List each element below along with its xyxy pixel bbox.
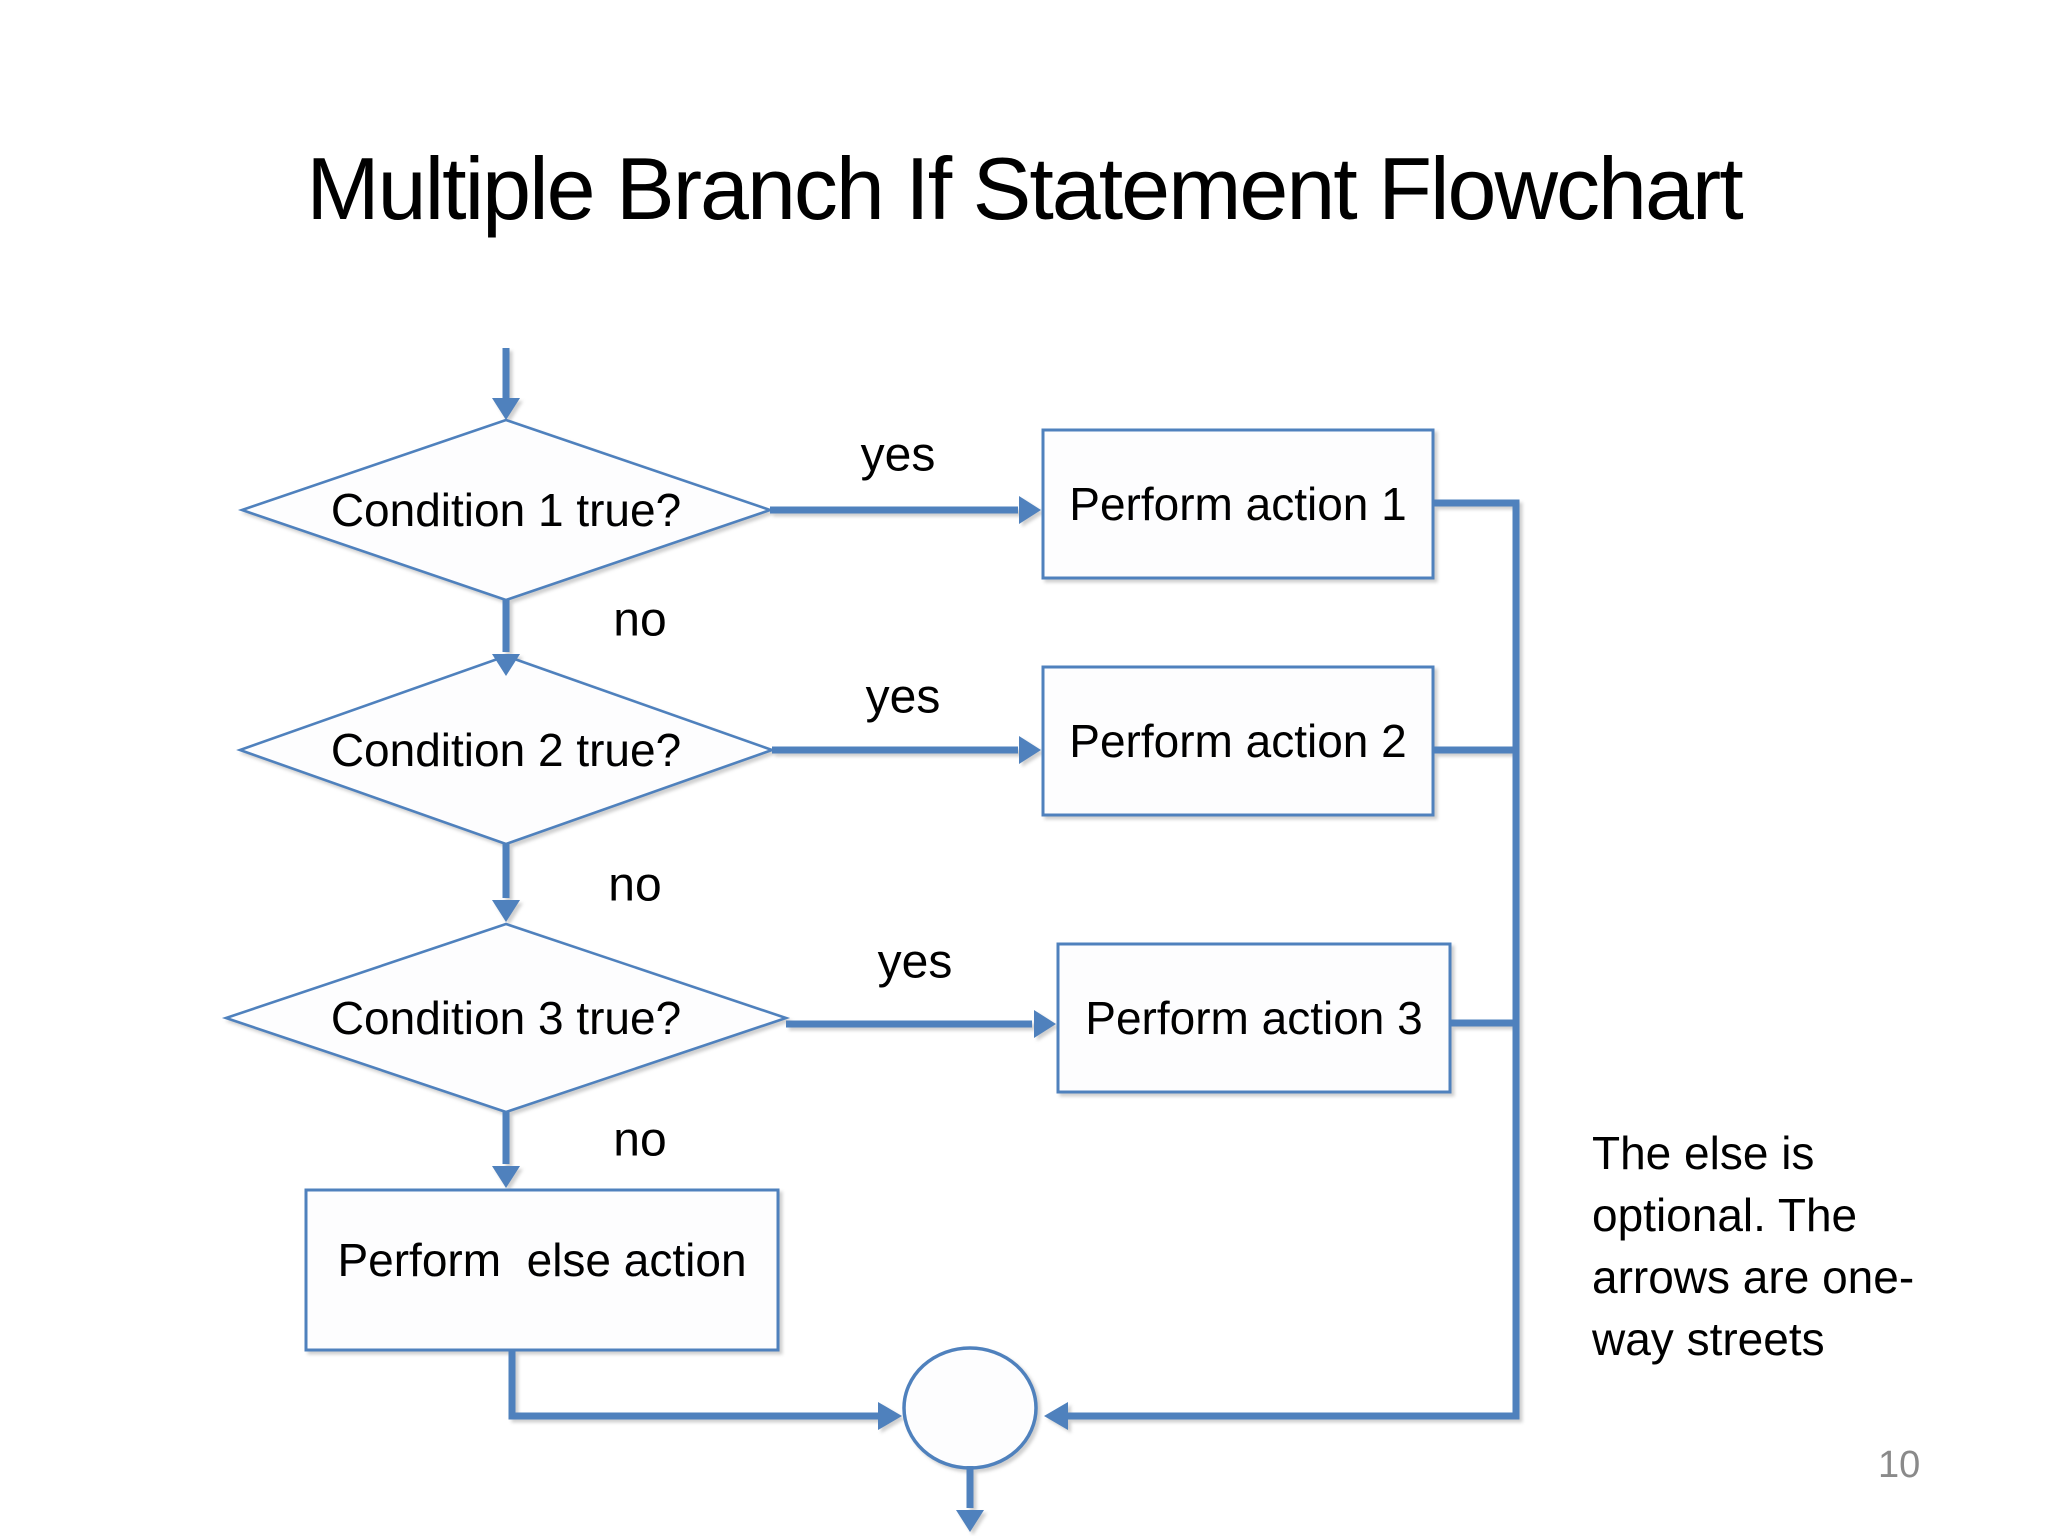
action-box-1-label: Perform action 1 (1069, 478, 1407, 530)
else-box (304, 1188, 780, 1352)
entry-arrow (492, 348, 520, 420)
yes-label-3: yes (877, 935, 953, 989)
action-box-1 (1041, 428, 1435, 580)
yes-arrow-1 (770, 496, 1041, 524)
no-arrow-3 (492, 1112, 520, 1188)
action-box-3-label: Perform action 3 (1085, 992, 1423, 1044)
decision-2-label: Condition 2 true? (330, 724, 682, 776)
yes-label-1: yes (860, 428, 936, 482)
decision-1-label: Condition 1 true? (330, 484, 682, 536)
decision-3-label: Condition 3 true? (330, 992, 682, 1044)
else-connector (508, 1350, 902, 1430)
page-number: 10 (1878, 1444, 1921, 1486)
action-box-2-label: Perform action 2 (1069, 715, 1407, 767)
no-label-2: no (608, 858, 662, 912)
page-title: Multiple Branch If Statement Flowchart (306, 139, 1743, 238)
yes-label-2: yes (865, 670, 941, 724)
exit-arrow (956, 1466, 984, 1532)
no-label-1: no (613, 593, 667, 647)
side-note: The else is optional. The arrows are one… (1592, 1127, 1915, 1365)
no-arrow-1 (492, 600, 520, 676)
merge-connector (1044, 499, 1520, 1430)
else-box-label: Perform else action (337, 1234, 747, 1286)
yes-arrow-3 (786, 1010, 1056, 1038)
action-box-2 (1041, 665, 1435, 817)
merge-circle (902, 1346, 1038, 1470)
action-box-3 (1056, 942, 1452, 1094)
no-label-3: no (613, 1113, 667, 1167)
yes-arrow-2 (772, 736, 1041, 764)
no-arrow-2 (492, 844, 520, 922)
